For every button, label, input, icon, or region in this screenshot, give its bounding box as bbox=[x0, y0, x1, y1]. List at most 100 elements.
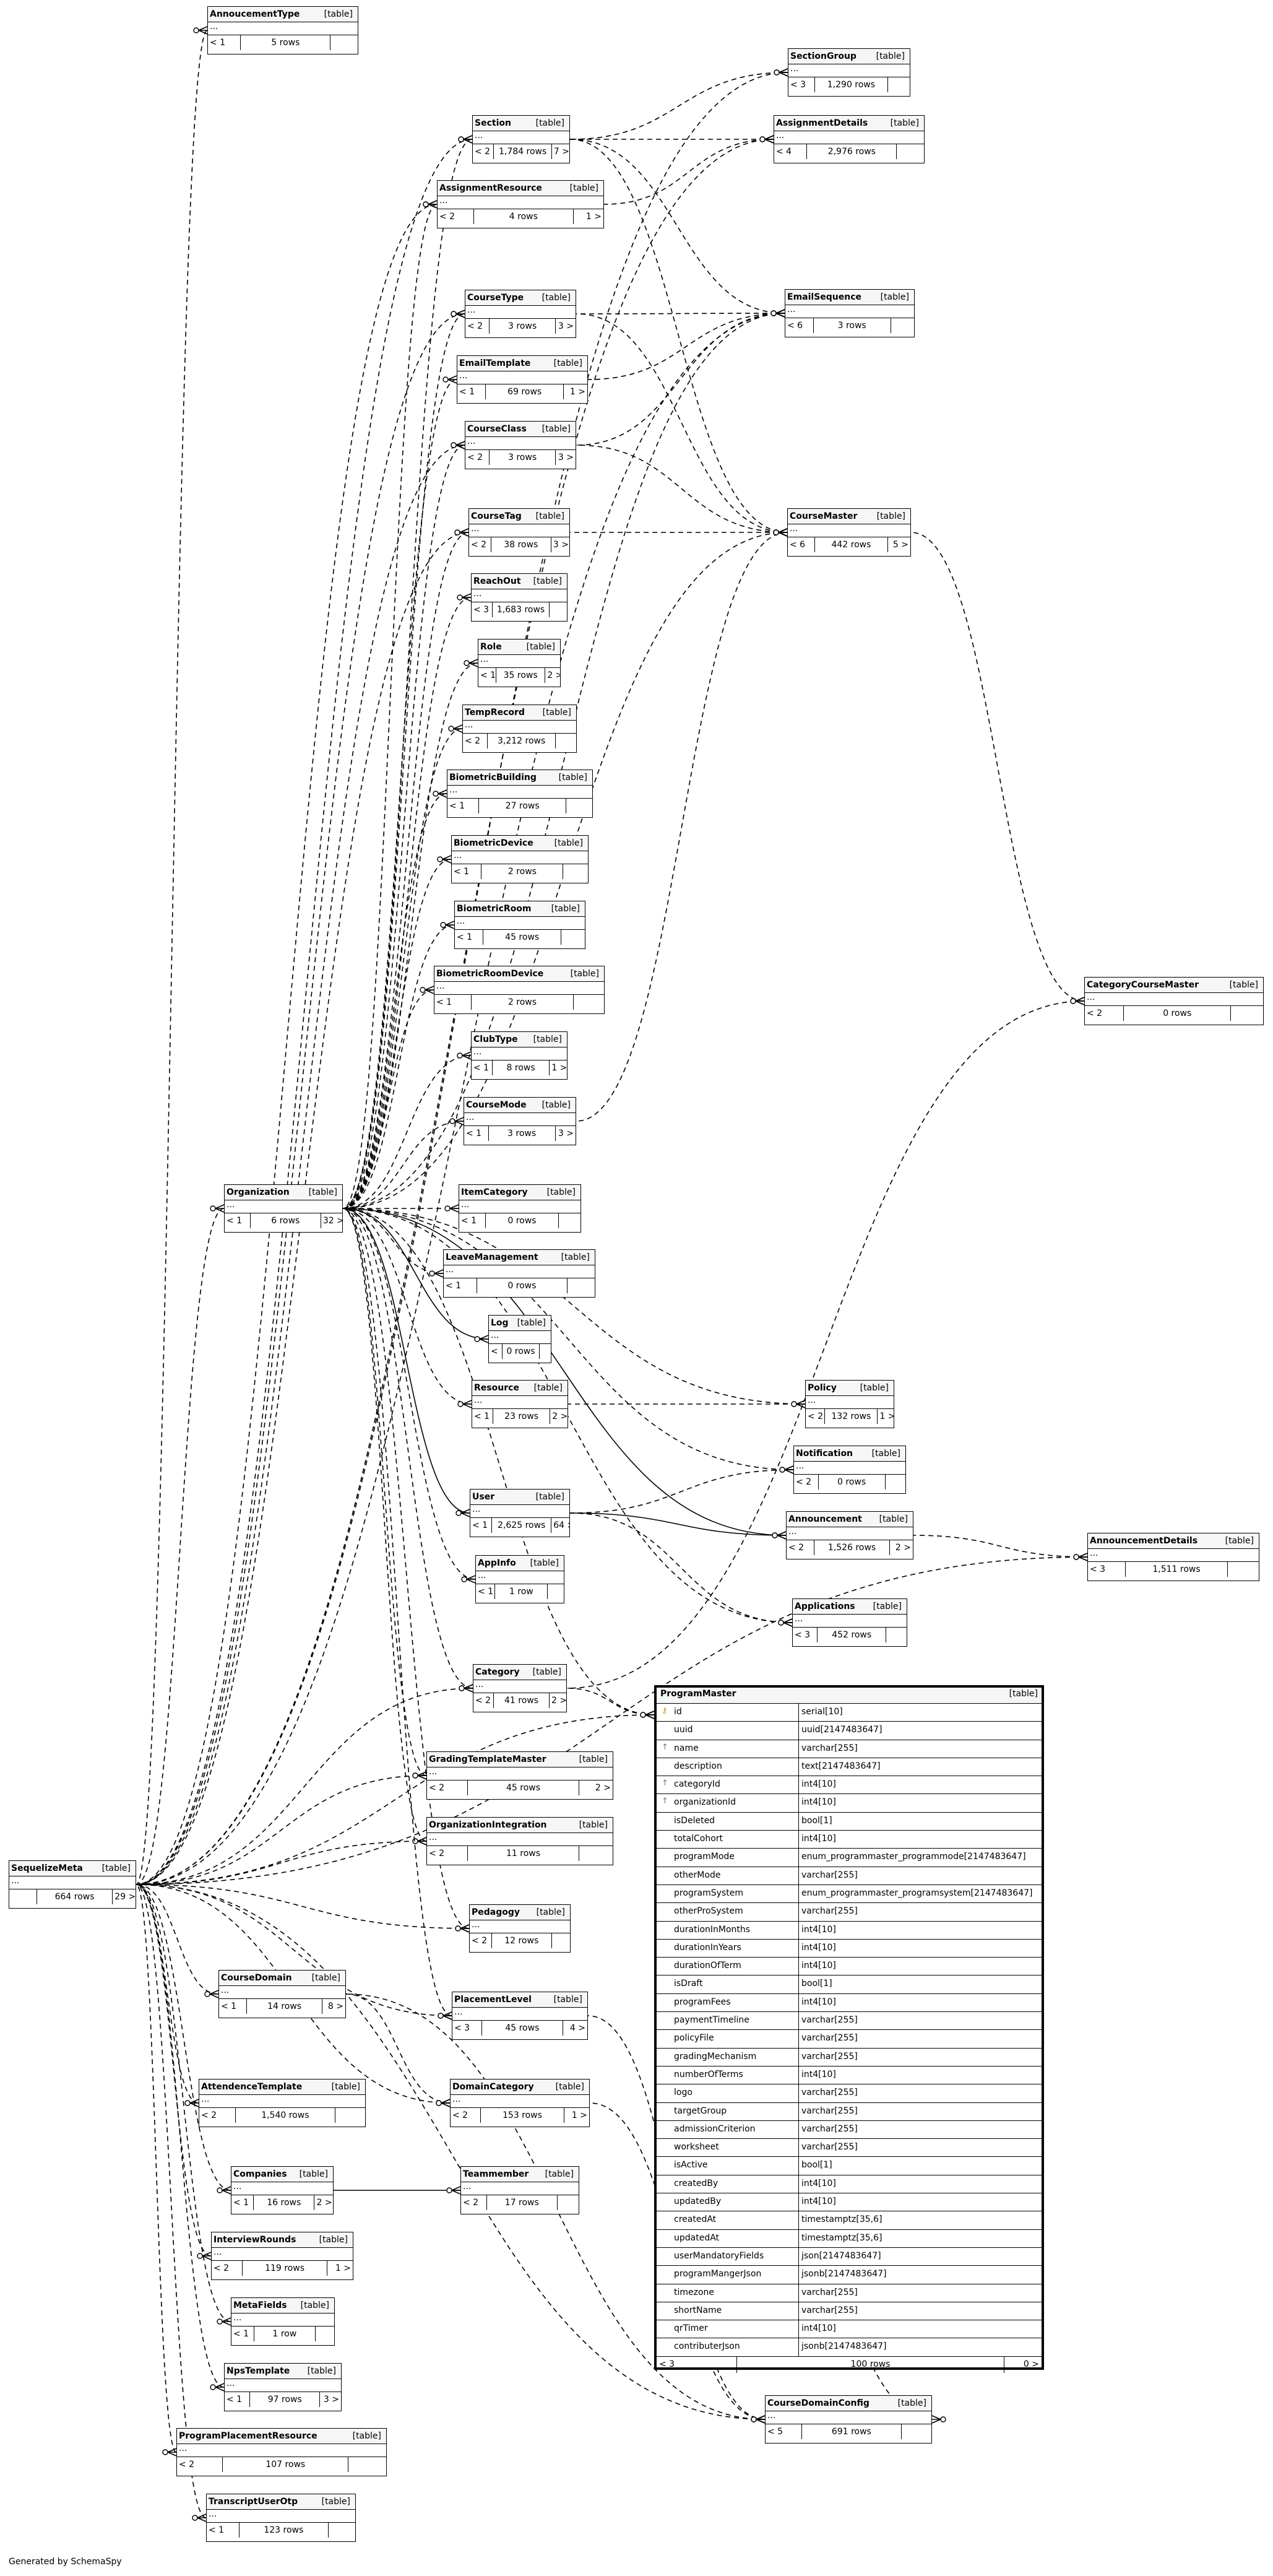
table-name[interactable]: Role bbox=[480, 642, 502, 652]
column-name[interactable]: durationInYears bbox=[674, 1942, 741, 1953]
table-name[interactable]: User bbox=[472, 1492, 495, 1502]
children-count[interactable]: 3 > bbox=[553, 540, 569, 550]
children-count[interactable] bbox=[566, 799, 592, 813]
parents-count[interactable]: < 1 bbox=[452, 864, 482, 879]
children-count[interactable]: 0 > bbox=[1023, 2359, 1039, 2369]
table-name[interactable]: MetaFields bbox=[233, 2301, 287, 2310]
children-count[interactable] bbox=[540, 1344, 551, 1359]
parents-count[interactable]: < 2 bbox=[806, 1409, 826, 1424]
children-count[interactable] bbox=[316, 2327, 334, 2341]
children-count[interactable] bbox=[886, 1628, 907, 1642]
children-count[interactable]: 2 > bbox=[595, 1783, 611, 1793]
children-count[interactable]: 5 > bbox=[892, 540, 908, 550]
table-name[interactable]: BiometricRoom bbox=[457, 904, 532, 914]
column-name[interactable]: programFees bbox=[674, 1997, 731, 2007]
column-name[interactable]: id bbox=[674, 1707, 682, 1717]
column-name[interactable]: paymentTimeline bbox=[674, 2015, 749, 2026]
column-name[interactable]: programMangerJson bbox=[674, 2269, 762, 2279]
column-name[interactable]: userMandatoryFields bbox=[674, 2250, 764, 2261]
column-name[interactable]: gradingMechanism bbox=[674, 2051, 757, 2062]
table-name[interactable]: ProgramPlacementResource bbox=[179, 2431, 317, 2441]
children-count[interactable]: 8 > bbox=[327, 2001, 343, 2011]
parents-count[interactable]: < 5 bbox=[766, 2424, 802, 2439]
table-name[interactable]: CourseClass bbox=[467, 424, 527, 434]
children-count[interactable]: 1 > bbox=[879, 1412, 894, 1421]
children-count[interactable]: 64 > bbox=[553, 1520, 569, 1530]
parents-count[interactable]: < 1 bbox=[476, 1584, 496, 1599]
column-name[interactable]: programSystem bbox=[674, 1888, 743, 1898]
column-name[interactable]: admissionCriterion bbox=[674, 2123, 756, 2134]
parents-count[interactable]: < 1 bbox=[225, 1213, 251, 1228]
column-name[interactable]: name bbox=[674, 1743, 699, 1753]
table-name[interactable]: AssignmentDetails bbox=[776, 118, 868, 128]
table-name[interactable]: AttendenceTemplate bbox=[201, 2082, 303, 2092]
children-count[interactable]: 1 > bbox=[585, 212, 602, 222]
table-name[interactable]: SequelizeMeta bbox=[11, 1863, 83, 1873]
children-count[interactable] bbox=[1231, 1006, 1263, 1021]
parents-count[interactable]: < 2 bbox=[461, 2195, 487, 2210]
table-name[interactable]: ReachOut bbox=[473, 576, 521, 586]
children-count[interactable]: 1 > bbox=[569, 387, 585, 397]
children-count[interactable] bbox=[1228, 1562, 1259, 1577]
column-name[interactable]: organizationId bbox=[674, 1797, 736, 1808]
parents-count[interactable]: < 1 bbox=[478, 668, 497, 683]
parents-count[interactable]: < 2 bbox=[470, 1933, 492, 1948]
table-name[interactable]: ProgramMaster bbox=[660, 1689, 736, 1699]
children-count[interactable]: 3 > bbox=[558, 453, 574, 462]
parents-count[interactable]: < 2 bbox=[469, 537, 491, 552]
column-name[interactable]: programMode bbox=[674, 1852, 735, 1862]
parents-count[interactable]: < 1 bbox=[219, 1999, 247, 2014]
table-name[interactable]: CourseDomain bbox=[221, 1973, 292, 1983]
table-name[interactable]: BiometricRoomDevice bbox=[436, 969, 544, 979]
table-name[interactable]: DomainCategory bbox=[452, 2082, 534, 2092]
children-count[interactable]: 2 > bbox=[551, 1696, 566, 1706]
children-count[interactable]: 29 > bbox=[114, 1892, 136, 1902]
parents-count[interactable]: < 3 bbox=[788, 77, 816, 92]
parents-count[interactable]: < 2 bbox=[199, 2108, 236, 2123]
children-count[interactable]: 4 > bbox=[569, 2023, 585, 2033]
table-name[interactable]: NpsTemplate bbox=[227, 2366, 290, 2376]
table-name[interactable]: CourseType bbox=[467, 293, 524, 303]
parents-count[interactable]: < 3 bbox=[1088, 1562, 1126, 1577]
parents-count[interactable]: < 2 bbox=[438, 209, 474, 224]
column-name[interactable]: numberOfTerms bbox=[674, 2069, 743, 2079]
parents-count[interactable] bbox=[9, 1889, 37, 1904]
table-name[interactable]: CourseMode bbox=[466, 1100, 527, 1110]
table-name[interactable]: CourseMaster bbox=[790, 511, 858, 521]
children-count[interactable] bbox=[329, 2523, 355, 2538]
children-count[interactable] bbox=[552, 1933, 570, 1948]
table-name[interactable]: ClubType bbox=[473, 1034, 518, 1044]
children-count[interactable] bbox=[897, 144, 924, 159]
column-name[interactable]: isActive bbox=[674, 2160, 708, 2171]
parents-count[interactable]: < 4 bbox=[774, 144, 808, 159]
table-name[interactable]: CourseDomainConfig bbox=[767, 2398, 870, 2408]
parents-count[interactable]: < 2 bbox=[473, 1693, 494, 1708]
column-name[interactable]: shortName bbox=[674, 2305, 722, 2315]
children-count[interactable]: 2 > bbox=[316, 2198, 332, 2208]
children-count[interactable]: 3 > bbox=[323, 2395, 339, 2405]
parents-count[interactable]: < 2 bbox=[473, 144, 494, 159]
parents-count[interactable]: < 3 bbox=[452, 2021, 482, 2036]
parents-count[interactable]: < 1 bbox=[208, 35, 241, 50]
parents-count[interactable]: < 1 bbox=[472, 1060, 493, 1075]
parents-count[interactable]: < 1 bbox=[444, 1278, 477, 1293]
